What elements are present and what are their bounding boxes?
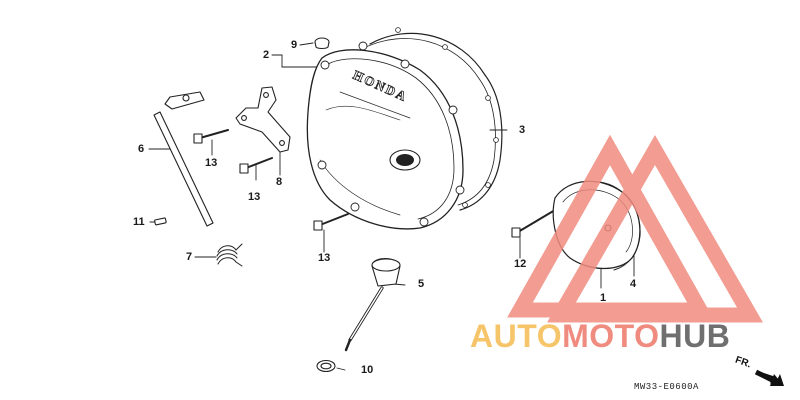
callout-13-lower: 13 [318, 252, 331, 264]
callout-10: 10 [361, 364, 374, 376]
bolt-13b [239, 157, 273, 174]
diagram-code: MW33-E0600A [634, 382, 699, 392]
bolt-13c [313, 213, 349, 231]
bolt-13a [193, 129, 229, 144]
callout-5: 5 [418, 278, 425, 290]
callout-12: 12 [514, 258, 527, 270]
callout-9: 9 [291, 39, 298, 51]
callout-2: 2 [263, 49, 270, 61]
callout-8: 8 [276, 176, 283, 188]
cap-9 [314, 37, 330, 50]
callout-11: 11 [133, 216, 145, 228]
watermark-part-auto: AUTO [470, 318, 563, 354]
shaft-6 [153, 91, 214, 227]
fr-arrow-icon [754, 369, 784, 386]
dipstick-5 [344, 257, 401, 352]
pin-11 [154, 217, 167, 226]
callout-6: 6 [138, 143, 145, 155]
callout-1: 1 [600, 292, 607, 304]
clutch-cover [306, 49, 464, 230]
bracket-8 [235, 86, 291, 153]
gasket-4 [599, 181, 641, 271]
gasket [369, 32, 503, 211]
callout-13-upper: 13 [205, 157, 218, 169]
callout-13-middle: 13 [248, 191, 261, 203]
callout-7: 7 [186, 251, 193, 263]
bolt-12 [511, 209, 556, 238]
watermark-part-hub: HUB [659, 318, 731, 354]
callout-4: 4 [630, 278, 637, 290]
watermark-part-moto: MOTO [562, 318, 660, 354]
watermark-text: AUTOMOTOHUB [470, 318, 730, 355]
callout-3: 3 [519, 124, 526, 136]
oring-10 [316, 359, 336, 373]
watermark-logo [507, 134, 763, 323]
spring-7 [216, 243, 243, 267]
